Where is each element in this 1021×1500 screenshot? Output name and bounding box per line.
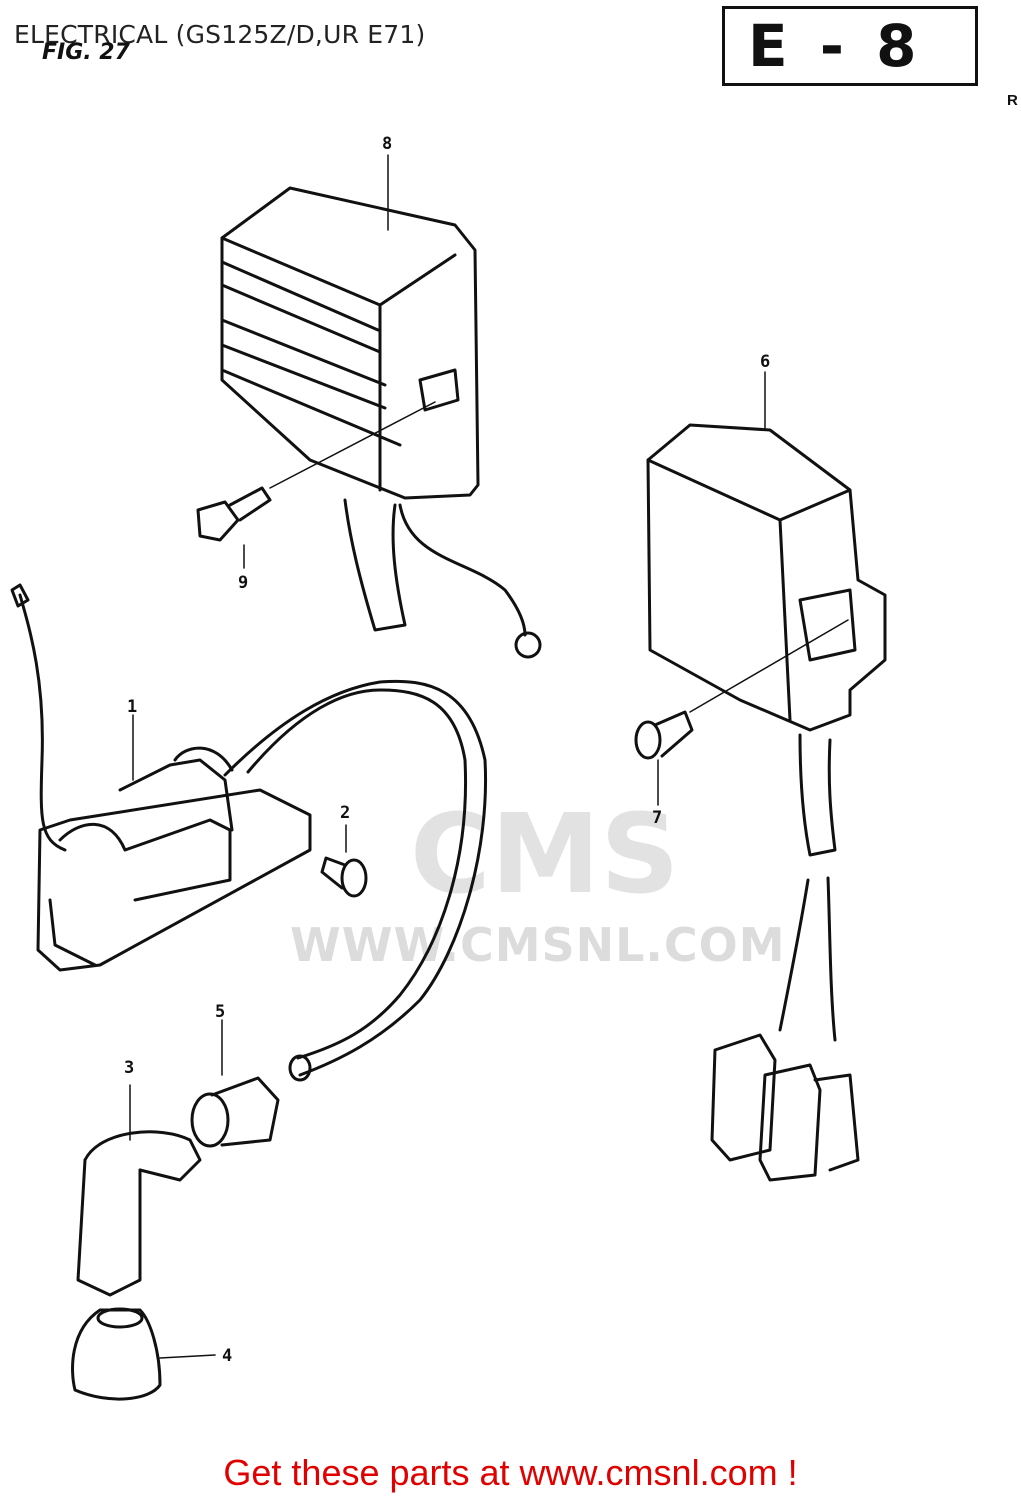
cdi-screw-drawing [634, 710, 694, 806]
figure-label: FIG. 27 [42, 40, 130, 65]
callout-6: 6 [760, 352, 771, 372]
cdi-unit-drawing [646, 371, 887, 857]
cord-seal-drawing [190, 1019, 280, 1148]
ignition-coil-drawing [10, 583, 488, 1082]
callout-3: 3 [124, 1058, 135, 1078]
callout-1: 1 [127, 697, 138, 717]
footer-parts-link[interactable]: Get these parts at www.cmsnl.com ! [223, 1452, 798, 1493]
callout-4: 4 [222, 1346, 233, 1366]
callout-2: 2 [340, 803, 351, 823]
diagram-title: ELECTRICAL (GS125Z/D,UR E71) [14, 20, 426, 49]
callout-8: 8 [382, 134, 393, 154]
cdi-connector-drawing [710, 876, 860, 1182]
spark-plug-cap-drawing [76, 1084, 202, 1297]
watermark-logo: CMS [410, 790, 680, 918]
plug-cap-cover-drawing [71, 1307, 216, 1401]
regulator-rectifier-drawing [220, 186, 542, 659]
regulator-bolt-drawing [196, 486, 272, 569]
page-code: E - 8 [748, 12, 923, 80]
coil-bolt-drawing [320, 824, 368, 898]
watermark-site: WWW.CMSNL.COM [290, 918, 786, 972]
callout-7: 7 [652, 808, 663, 828]
callout-5: 5 [215, 1002, 226, 1022]
page-code-box [722, 6, 978, 86]
corner-mark: R [1007, 92, 1018, 109]
callout-9: 9 [238, 573, 249, 593]
